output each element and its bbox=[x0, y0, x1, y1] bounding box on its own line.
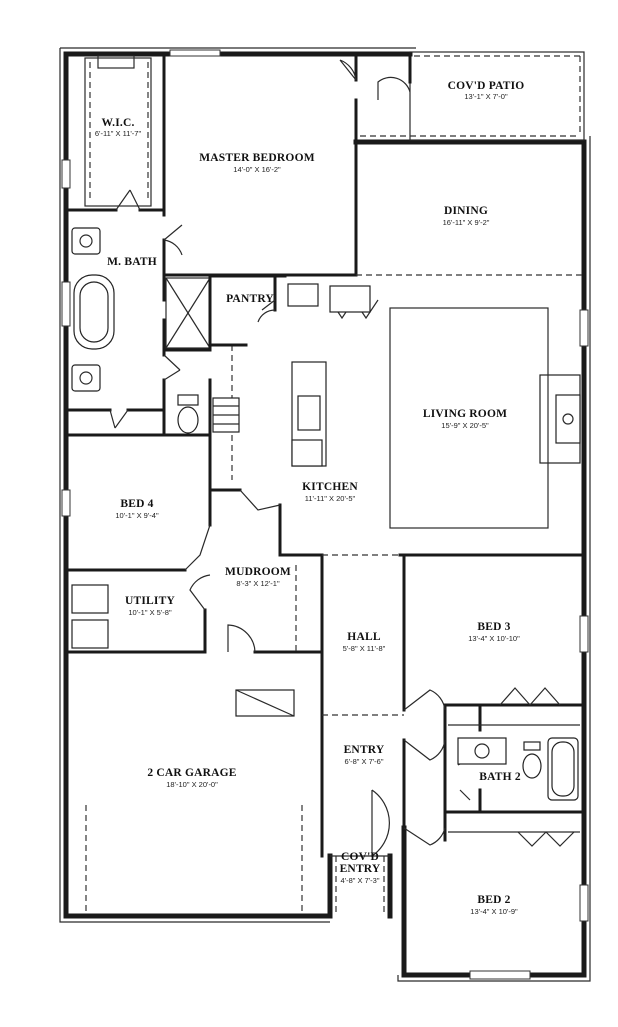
room-dims: 11'-11" X 20'-5" bbox=[305, 494, 356, 503]
room-name: MUDROOM bbox=[225, 566, 291, 578]
room-mudroom: MUDROOM 8'-3" X 12'-1" bbox=[225, 566, 291, 588]
room-name-line-2: ENTRY bbox=[340, 863, 381, 875]
room-covd-patio: COV'D PATIO 13'-1" X 7'-0" bbox=[448, 80, 525, 101]
room-name: 2 CAR GARAGE bbox=[147, 767, 236, 779]
room-name: LIVING ROOM bbox=[423, 408, 507, 420]
room-utility: UTILITY 10'-1" X 5'-8" bbox=[125, 595, 175, 617]
room-dims: 13'-1" X 7'-0" bbox=[464, 92, 508, 101]
room-dims: 13'-4" X 10'-9" bbox=[470, 907, 518, 916]
room-name: UTILITY bbox=[125, 595, 175, 607]
room-kitchen: KITCHEN 11'-11" X 20'-5" bbox=[302, 481, 358, 503]
room-bed-4: BED 4 10'-1" X 9'-4" bbox=[115, 498, 159, 520]
room-hall: HALL 5'-8" X 11'-8" bbox=[343, 631, 386, 653]
room-name: ENTRY bbox=[344, 744, 385, 756]
room-entry: ENTRY 6'-8" X 7'-6" bbox=[344, 744, 385, 766]
room-dims: 8'-3" X 12'-1" bbox=[236, 579, 280, 588]
exterior-walls bbox=[59, 47, 591, 982]
room-name: M. BATH bbox=[107, 256, 157, 268]
room-2-car-garage: 2 CAR GARAGE 18'-10" X 20'-0" bbox=[147, 767, 236, 789]
room-bed-3: BED 3 13'-4" X 10'-10" bbox=[468, 621, 520, 643]
room-dims: 10'-1" X 5'-8" bbox=[128, 608, 172, 617]
room-living-room: LIVING ROOM 15'-9" X 20'-5" bbox=[423, 408, 507, 430]
interior-walls bbox=[64, 52, 586, 916]
fixtures bbox=[71, 227, 581, 912]
room-name: COV'D bbox=[341, 851, 379, 863]
room-pantry: PANTRY bbox=[226, 293, 274, 305]
room-name: HALL bbox=[347, 631, 381, 643]
room-dims: 10'-1" X 9'-4" bbox=[115, 511, 159, 520]
room-name: BED 3 bbox=[477, 621, 510, 633]
room-dims: 4'-8" X 7'-3" bbox=[340, 876, 379, 885]
room-name: BED 2 bbox=[477, 894, 510, 906]
room-name: PANTRY bbox=[226, 293, 274, 305]
room-dining: DINING 16'-11" X 9'-2" bbox=[443, 205, 490, 227]
room-m-bath: M. BATH bbox=[107, 256, 157, 268]
room-name: W.I.C. bbox=[101, 117, 134, 129]
room-dims: 6'-8" X 7'-6" bbox=[344, 757, 383, 766]
room-name: BATH 2 bbox=[479, 771, 521, 783]
room-dims: 15'-9" X 20'-5" bbox=[441, 421, 489, 430]
room-name: COV'D PATIO bbox=[448, 80, 525, 92]
room-bed-2: BED 2 13'-4" X 10'-9" bbox=[470, 894, 518, 916]
room-name: DINING bbox=[444, 205, 488, 217]
room-dims: 13'-4" X 10'-10" bbox=[468, 634, 520, 643]
room-dims: 18'-10" X 20'-0" bbox=[166, 780, 218, 789]
room-name: MASTER BEDROOM bbox=[199, 152, 315, 164]
room-bath-2: BATH 2 bbox=[479, 771, 521, 783]
room-labels: W.I.C. 6'-11" X 11'-7" MASTER BEDROOM 14… bbox=[95, 80, 525, 916]
room-name: BED 4 bbox=[120, 498, 153, 510]
covered-patio bbox=[360, 51, 585, 141]
room-dims: 6'-11" X 11'-7" bbox=[95, 129, 142, 138]
room-wic: W.I.C. 6'-11" X 11'-7" bbox=[95, 117, 142, 138]
room-master-bedroom: MASTER BEDROOM 14'-0" X 16'-2" bbox=[199, 152, 315, 174]
room-dims: 5'-8" X 11'-8" bbox=[343, 644, 386, 653]
room-covd-entry: COV'D ENTRY 4'-8" X 7'-3" bbox=[340, 851, 381, 885]
windows bbox=[61, 49, 589, 980]
room-dims: 16'-11" X 9'-2" bbox=[443, 218, 490, 227]
room-dims: 14'-0" X 16'-2" bbox=[233, 165, 281, 174]
doors bbox=[109, 59, 575, 858]
room-name: KITCHEN bbox=[302, 481, 358, 493]
